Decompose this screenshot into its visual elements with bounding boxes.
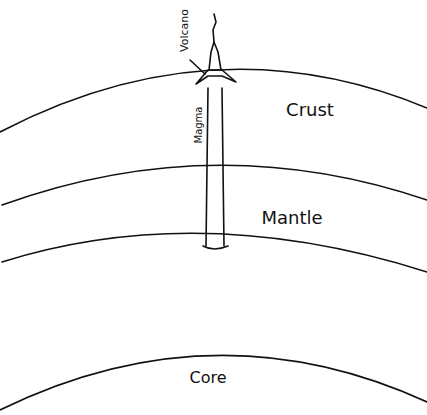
- mantle-label: Mantle: [261, 209, 322, 227]
- mantle-lower-line: [2, 233, 427, 272]
- conduit-base: [203, 246, 228, 249]
- core-label: Core: [189, 370, 226, 386]
- leader-line: [190, 60, 205, 74]
- magma-conduit: [206, 88, 224, 246]
- crust-label: Crust: [286, 101, 334, 119]
- volcano-plume: [209, 42, 221, 70]
- volcano-label: Volcano: [178, 9, 189, 52]
- core-boundary: [0, 355, 427, 410]
- volcano-smoke: [213, 14, 216, 42]
- magma-label: Magma: [194, 107, 204, 144]
- surface-line: [0, 69, 427, 132]
- crust-mantle-boundary: [2, 165, 427, 205]
